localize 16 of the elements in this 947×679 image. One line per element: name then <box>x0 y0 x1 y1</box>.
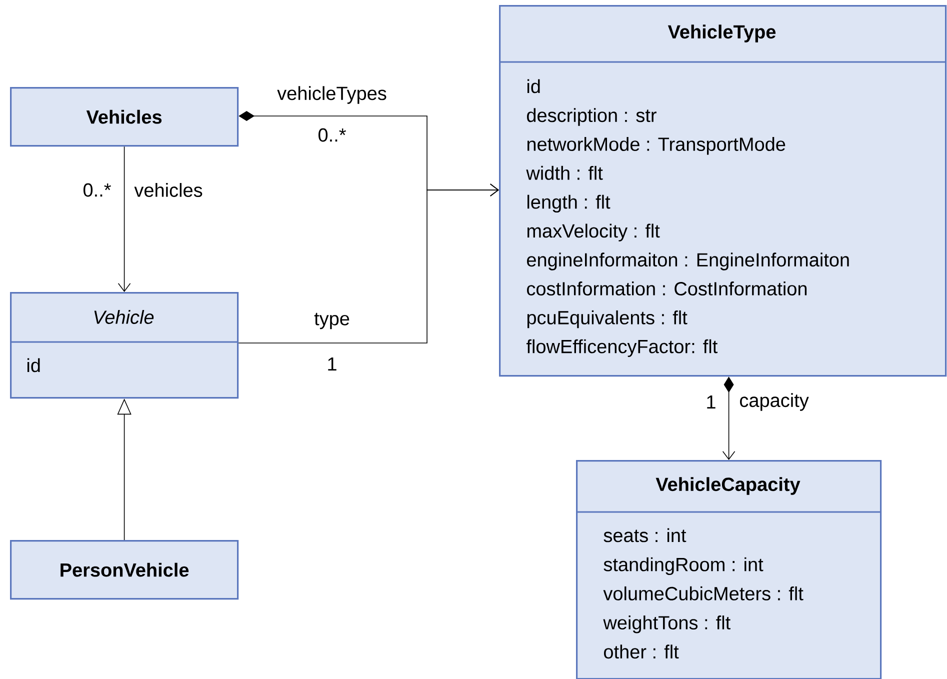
edge-label: type <box>313 312 351 330</box>
connector <box>118 146 131 292</box>
multiplicity-label: 1 <box>326 356 338 372</box>
class-box: Vehicles <box>10 87 239 147</box>
multiplicity-label: 1 <box>704 394 718 410</box>
class-box: VehicleType id description : str networkMode : TransportMode width : flt length : flt maxVelocity : flt engineInformaiton : EngineInformaiton costInformation : CostInformation pcuEquivalents : flt flowEfficencyFactor: flt <box>499 5 947 377</box>
connector <box>238 184 499 344</box>
class-box: Vehicle id <box>10 292 239 399</box>
class-box: VehicleCapacity seats : int standingRoom : int volumeCubicMeters : flt weightTons : flt other : flt <box>576 460 882 679</box>
multiplicity-label: 0..* <box>316 127 348 143</box>
class-box: PersonVehicle <box>10 540 239 600</box>
multiplicity-label: 0..* <box>82 182 112 198</box>
connector <box>722 376 736 460</box>
edge-label: vehicles <box>133 182 204 198</box>
edge-label: vehicleTypes <box>276 85 388 105</box>
edge-label: capacity <box>738 392 810 412</box>
